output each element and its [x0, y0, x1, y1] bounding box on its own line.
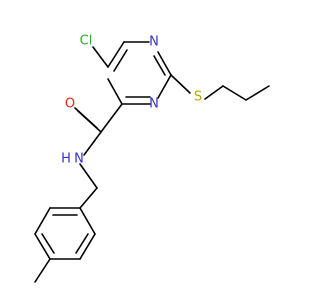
bond-propyl-c2-c3 [245, 85, 270, 101]
molecule-structure: Cl N N O N H S [34, 34, 270, 283]
bond-methyl [34, 258, 51, 283]
atom-n-ring-bottom: N [149, 97, 159, 112]
bond-c4-carbonyl [100, 103, 123, 133]
bond-n1-c2 [157, 51, 172, 76]
bond-benz-6-1 [79, 207, 96, 235]
bond-carbonyl-o-double [74, 107, 98, 129]
bond-benz-2-3 [34, 207, 51, 235]
bond-benz-5-6 [79, 233, 96, 260]
bond-double-n1-c2 [153, 55, 166, 76]
bond-c5-cl [92, 46, 109, 68]
bond-c4-c5 [107, 78, 123, 105]
bond-c2-s [170, 74, 191, 94]
bond-double-c5-c6 [113, 49, 128, 72]
atom-cl: Cl [80, 34, 93, 49]
bond-c5-c6 [107, 41, 125, 68]
atom-o: O [65, 97, 75, 112]
molecule-diagram: Cl N N O N H S [34, 34, 270, 283]
bond-benz-3-4 [34, 233, 51, 260]
bond-c2-n3 [157, 74, 172, 99]
bond-propyl-c1-c2 [222, 85, 247, 101]
bond-benz-double-b [41, 233, 55, 254]
atom-s: S [194, 90, 202, 105]
atom-n-amide: N [74, 152, 84, 167]
atom-h-amide: H [61, 152, 71, 167]
bond-n-ch2 [79, 163, 98, 189]
bond-benz-double-c [75, 233, 89, 254]
bond-s-c1 [204, 85, 224, 100]
bond-ch2-ring [79, 187, 98, 209]
bond-carbonyl-n [83, 131, 102, 156]
atom-n-ring-top: N [149, 35, 159, 50]
